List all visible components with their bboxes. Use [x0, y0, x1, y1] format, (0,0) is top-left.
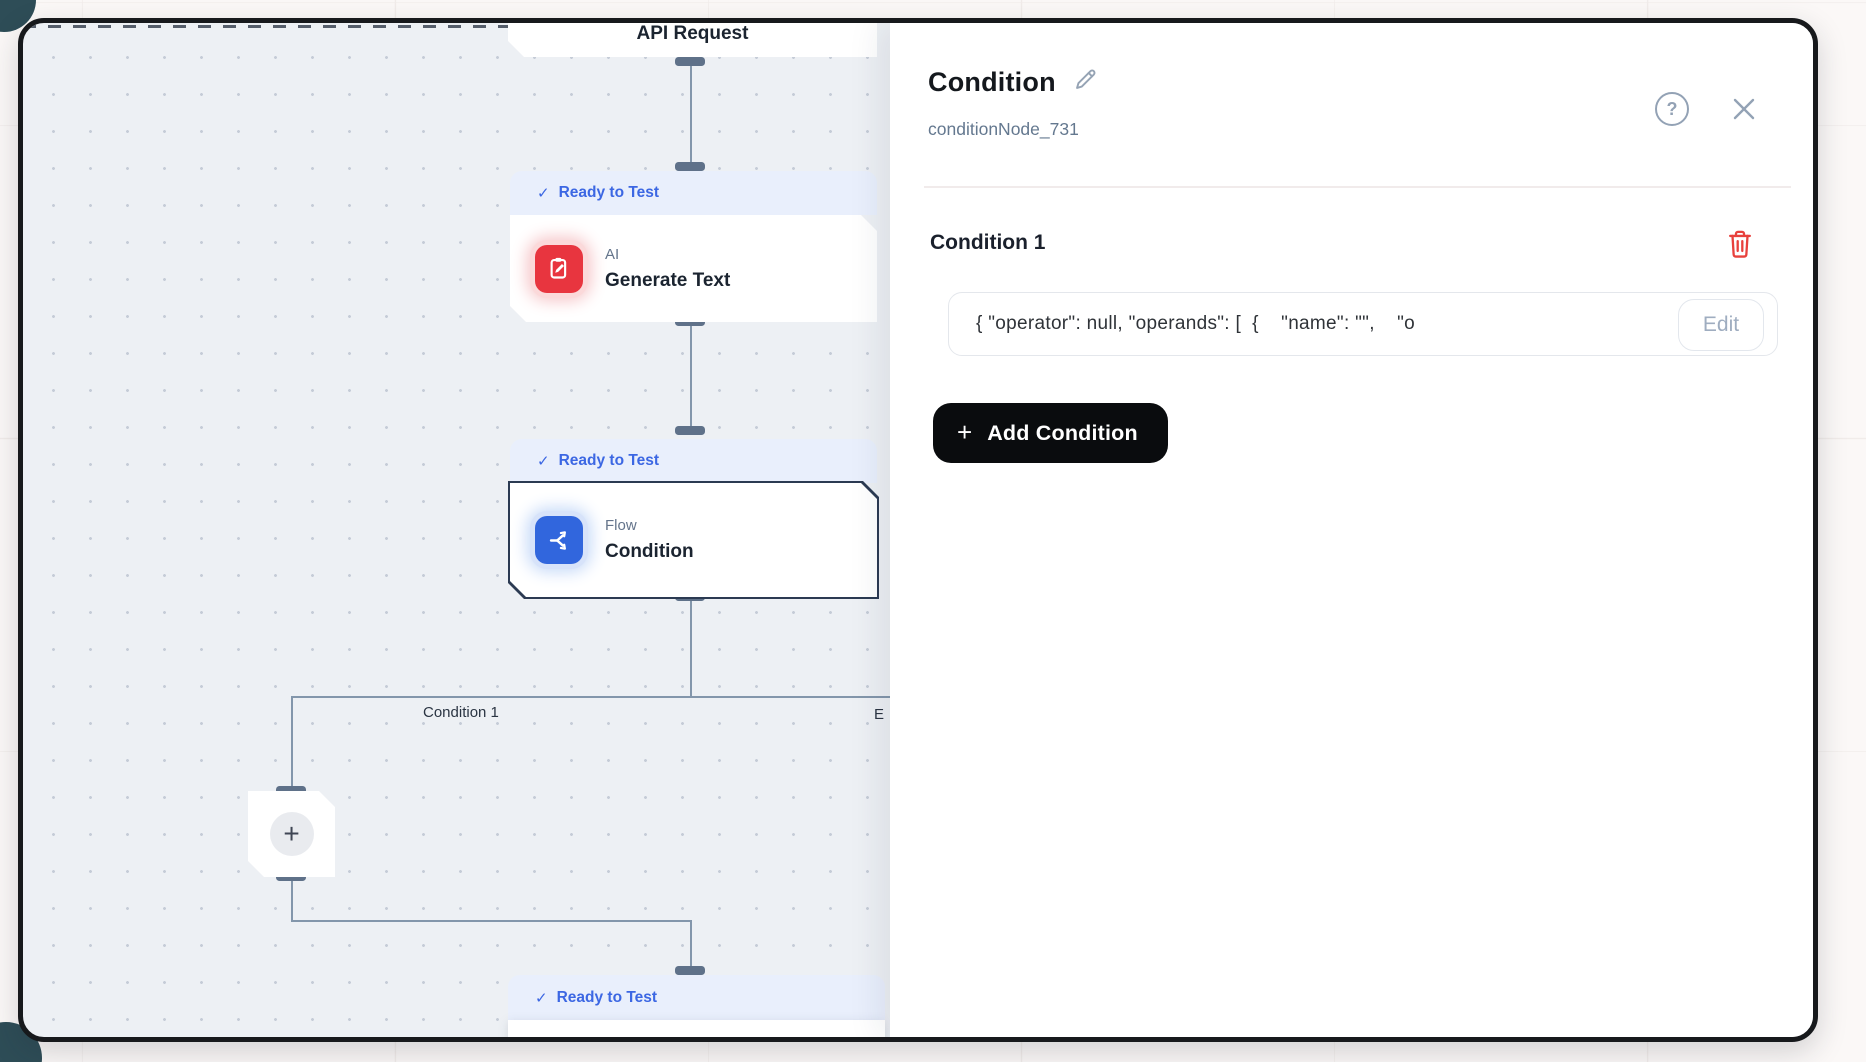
handle-condition-top[interactable]: [675, 426, 705, 435]
expression-preview-text: { "operator": null, "operands": [ { "nam…: [976, 313, 1416, 334]
group-dashed-border: [23, 25, 508, 28]
node-condition-selected-border: Flow Condition: [508, 481, 879, 599]
node-bottom-clipped[interactable]: [508, 1020, 885, 1037]
check-icon: ✓: [537, 453, 550, 470]
edge-generate-to-condition: [689, 323, 692, 433]
node-generate-text[interactable]: AI Generate Text: [510, 215, 877, 322]
delete-condition-trash-icon[interactable]: [1726, 229, 1754, 259]
edge-merge-down: [689, 920, 692, 968]
status-badge-label: Ready to Test: [558, 184, 660, 201]
ai-clipboard-icon: [535, 245, 583, 293]
edit-expression-button[interactable]: Edit: [1678, 299, 1764, 351]
node-title: Condition: [605, 541, 694, 562]
expression-field-row: { "operator": null, "operands": [ { "nam…: [948, 292, 1778, 356]
condition-section-title: Condition 1: [930, 231, 1046, 254]
node-category: AI: [605, 245, 620, 263]
close-icon[interactable]: [1728, 93, 1760, 125]
handle-bottom-node-top[interactable]: [675, 966, 705, 975]
status-badge-label: Ready to Test: [558, 452, 660, 469]
panel-divider: [924, 186, 1791, 188]
app-window: API Request ✓ Ready to Test AI Generate: [18, 18, 1818, 1042]
edge-condition-to-split: [689, 595, 692, 697]
check-icon: ✓: [535, 989, 548, 1007]
status-badge-condition: ✓ Ready to Test: [510, 439, 877, 483]
condition-panel: Condition conditionNode_731 ? Condition …: [890, 23, 1813, 1037]
edge-branch-left-down: [291, 696, 293, 788]
branch-label-condition1: Condition 1: [423, 704, 499, 721]
edge-merge-horizontal: [291, 920, 691, 922]
handle-generate-top[interactable]: [675, 162, 705, 171]
node-id-label: conditionNode_731: [928, 119, 1079, 139]
handle-api-bottom[interactable]: [675, 57, 705, 66]
panel-title: Condition: [928, 66, 1056, 97]
edit-title-pencil-icon[interactable]: [1072, 66, 1099, 98]
status-badge-bottom: ✓ Ready to Test: [508, 975, 885, 1020]
plus-icon: +: [957, 417, 973, 447]
edge-api-to-generate: [689, 63, 692, 173]
status-badge-generate: ✓ Ready to Test: [510, 171, 877, 215]
edge-plus-down: [291, 879, 293, 922]
add-condition-label: Add Condition: [987, 420, 1138, 445]
flow-branch-icon: [535, 516, 583, 564]
edge-branch-split: [291, 696, 905, 698]
plus-icon[interactable]: +: [270, 812, 314, 856]
add-condition-button[interactable]: + Add Condition: [933, 403, 1168, 463]
node-category: Flow: [605, 517, 637, 534]
node-title: API Request: [636, 23, 749, 44]
condition-expression-field[interactable]: { "operator": null, "operands": [ { "nam…: [948, 292, 1778, 356]
add-node-card[interactable]: +: [248, 791, 335, 877]
branch-label-else: E: [874, 706, 885, 723]
node-title: Generate Text: [605, 269, 731, 291]
node-condition[interactable]: Flow Condition: [510, 483, 877, 597]
help-icon[interactable]: ?: [1655, 92, 1689, 126]
handle-plus-top[interactable]: [276, 786, 306, 795]
status-badge-label: Ready to Test: [556, 988, 658, 1006]
node-api-request[interactable]: API Request: [508, 18, 877, 57]
check-icon: ✓: [537, 185, 550, 202]
